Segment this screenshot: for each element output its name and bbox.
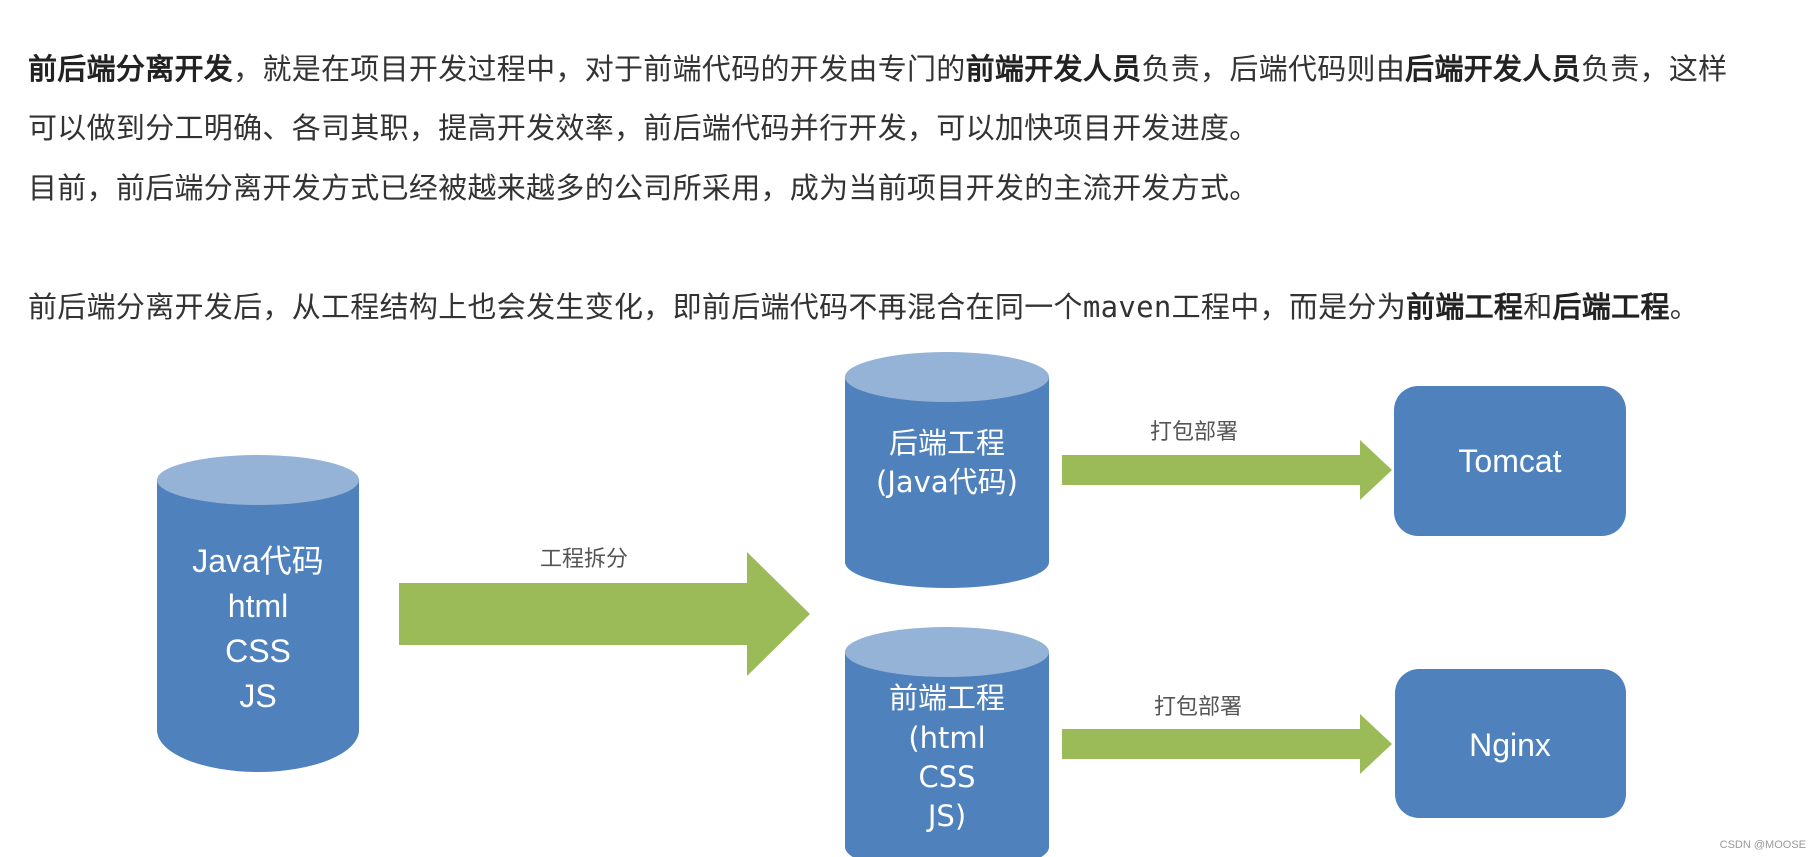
- backend-project-cylinder: 后端工程 (Java代码): [845, 352, 1049, 588]
- term-separation: 前后端分离开发: [28, 52, 234, 86]
- maven-term: maven: [1082, 290, 1172, 324]
- frontend-line-css: CSS: [918, 760, 975, 794]
- intro-paragraph: 前后端分离开发，就是在项目开发过程中，对于前端代码的开发由专门的前端开发人员负责…: [28, 52, 1728, 145]
- deploy-label-backend: 打包部署: [1150, 420, 1238, 445]
- source-line-css: CSS: [225, 633, 291, 669]
- deploy-label-frontend: 打包部署: [1154, 695, 1242, 720]
- source-line-html: html: [228, 588, 288, 624]
- adoption-paragraph: 目前，前后端分离开发方式已经被越来越多的公司所采用，成为当前项目开发的主流开发方…: [28, 171, 1259, 205]
- frontend-line-html: (html: [908, 721, 985, 755]
- tomcat-box: Tomcat: [1394, 386, 1626, 536]
- term-frontend-dev: 前端开发人员: [965, 52, 1142, 86]
- frontend-project-cylinder: 前端工程 (html CSS JS): [845, 627, 1049, 857]
- deploy-arrow-frontend: 打包部署: [1062, 695, 1392, 774]
- nginx-box: Nginx: [1395, 669, 1626, 818]
- term-backend-dev: 后端开发人员: [1405, 52, 1581, 86]
- watermark: CSDN @MOOSE: [1719, 839, 1806, 851]
- backend-line-java: (Java代码): [876, 465, 1018, 499]
- split-arrow-label: 工程拆分: [540, 547, 628, 572]
- term-backend-project: 后端工程: [1552, 290, 1670, 324]
- deploy-arrow-backend: 打包部署: [1062, 420, 1392, 500]
- term-frontend-project: 前端工程: [1406, 290, 1524, 324]
- source-line-js: JS: [239, 678, 276, 714]
- structure-paragraph: 前后端分离开发后，从工程结构上也会发生变化，即前后端代码不再混合在同一个mave…: [28, 290, 1700, 324]
- backend-line-title: 后端工程: [889, 426, 1005, 460]
- frontend-line-js: JS): [926, 799, 966, 833]
- source-line-java: Java代码: [192, 543, 324, 579]
- nginx-label: Nginx: [1469, 727, 1551, 763]
- frontend-line-title: 前端工程: [889, 681, 1005, 715]
- tomcat-label: Tomcat: [1458, 443, 1561, 479]
- split-arrow: 工程拆分: [399, 547, 810, 676]
- source-code-cylinder: Java代码 html CSS JS: [157, 455, 359, 772]
